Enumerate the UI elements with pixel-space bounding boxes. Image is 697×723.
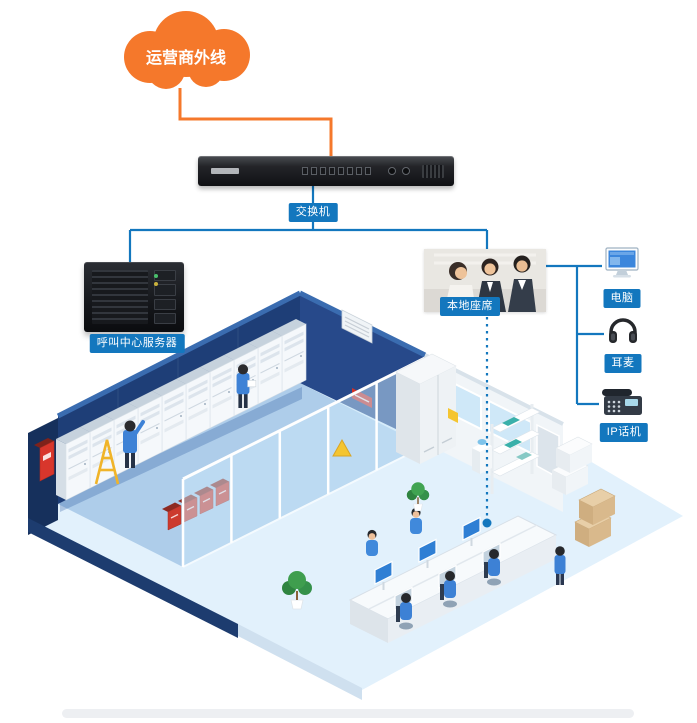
switch-knob [388, 167, 396, 175]
front-skirt-light [238, 624, 362, 700]
step-ladder [94, 439, 120, 485]
server-led [154, 274, 158, 278]
label-ip-phone: IP话机 [599, 423, 649, 442]
switch-ports [302, 167, 371, 175]
wall-top-trim [56, 290, 302, 419]
agent-figure [366, 529, 378, 556]
network-switch-device [198, 156, 454, 186]
stacked-boxes [551, 436, 593, 495]
cardboard-boxes [574, 488, 616, 547]
agent-figure [396, 593, 413, 630]
server-drive-bays [154, 270, 176, 324]
cloud-shape: 运营商外线 [124, 11, 250, 89]
agents-photo [424, 249, 546, 312]
caution-floor-sign [332, 438, 352, 457]
rack-shadow [60, 387, 302, 512]
server-vents [92, 270, 148, 324]
cloud-label: 运营商外线 [146, 48, 226, 67]
potted-plant [406, 482, 430, 512]
switch-brand-logo [211, 168, 239, 174]
storage-shelf [490, 404, 541, 494]
ip-phone-icon [600, 386, 646, 420]
label-pc: 电脑 [603, 289, 641, 308]
technician-figure [236, 364, 257, 408]
monitor-icon [604, 246, 640, 280]
glass-partition [181, 356, 427, 568]
server-led [154, 282, 158, 286]
supervisor-figure [554, 546, 566, 585]
photo-person-right [508, 255, 536, 312]
switch-knob [402, 167, 410, 175]
front-skirt-dark [28, 518, 238, 638]
label-switch: 交换机 [288, 203, 338, 222]
precision-ac-cabinet [395, 353, 457, 464]
ground-strip [62, 709, 634, 718]
agent-figure [410, 507, 422, 534]
switch-vent [422, 165, 444, 178]
fire-extinguisher-cabinet [34, 438, 55, 482]
hazard-sticker [448, 408, 458, 423]
orange-connector [178, 88, 333, 157]
agent-figure [484, 549, 501, 586]
wall-ac-unit [341, 309, 373, 344]
label-agents: 本地座席 [440, 297, 500, 316]
potted-plant [282, 571, 312, 610]
technician-figure [123, 420, 145, 468]
blue-connector-peripherals [546, 264, 604, 406]
agent-figure [440, 571, 457, 608]
server-cabinet [55, 426, 91, 501]
label-server: 呼叫中心服务器 [89, 334, 185, 353]
label-headset: 耳麦 [604, 354, 642, 373]
call-center-server-device [84, 262, 184, 332]
headset-icon [606, 314, 640, 348]
drop-point-dot [482, 518, 492, 528]
